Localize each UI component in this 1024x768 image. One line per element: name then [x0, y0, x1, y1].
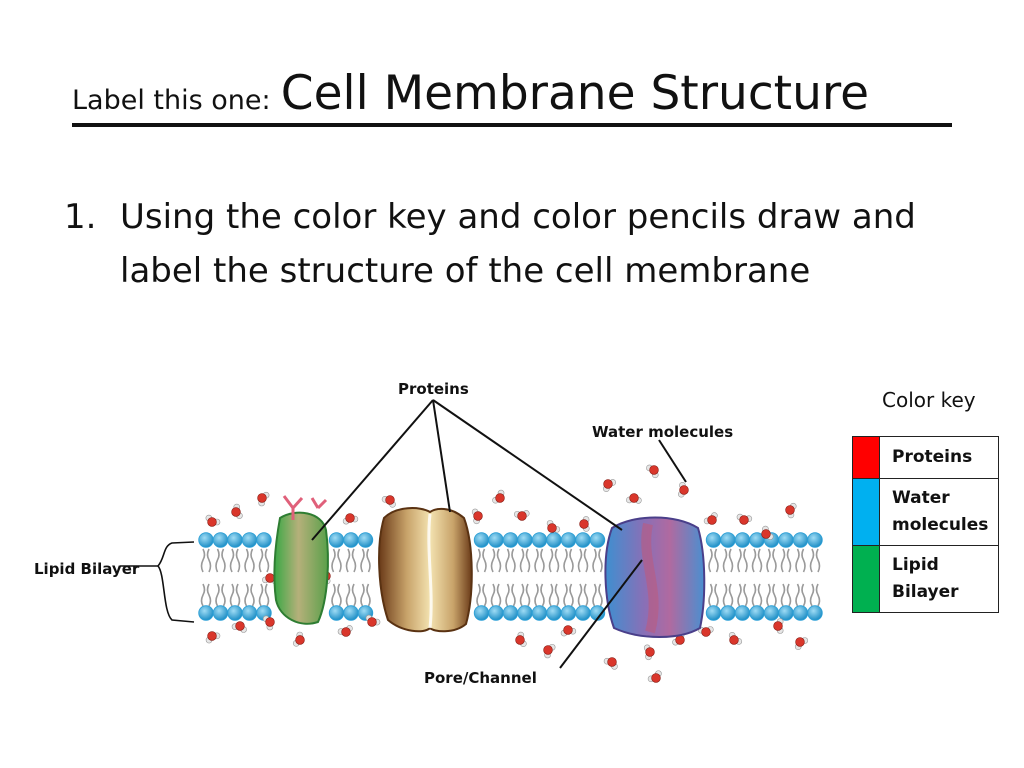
water-molecule [761, 525, 774, 540]
phospholipid [546, 532, 562, 621]
color-key-row: Lipid Bilayer [852, 545, 1000, 613]
water-molecule [728, 632, 743, 645]
water-molecule [262, 615, 275, 631]
protein-brown [378, 507, 473, 633]
water-molecule [602, 479, 617, 492]
water-molecule [292, 631, 305, 647]
color-key-row: Proteins [852, 436, 1000, 479]
phospholipid [198, 532, 214, 621]
phospholipid [792, 532, 809, 621]
water-molecule [794, 637, 809, 650]
water-molecule [698, 626, 714, 637]
protein-green [273, 495, 329, 625]
phospholipid [763, 532, 780, 621]
water-molecule [492, 489, 505, 504]
title-underline [72, 123, 952, 127]
water-molecule [205, 631, 221, 644]
label-water-molecules: Water molecules [592, 423, 733, 441]
phospholipid [241, 532, 258, 621]
water-molecule [647, 670, 662, 683]
water-molecule [785, 502, 797, 519]
label-lipid-bilayer: Lipid Bilayer [34, 560, 140, 578]
phospholipid [212, 532, 229, 621]
label-pointer-lines [120, 399, 687, 669]
phospholipid [473, 532, 490, 621]
instruction-text: Using the color key and color pencils dr… [120, 197, 916, 291]
water-molecule [579, 516, 590, 532]
phospholipid [705, 532, 722, 621]
phospholipid [807, 532, 823, 621]
color-key-table: Proteins Water molecules Lipid Bilayer [852, 436, 1000, 613]
water-molecule [205, 514, 221, 527]
color-swatch-lipid-bilayer [852, 545, 880, 613]
phospholipid [517, 532, 533, 621]
phospholipid [560, 532, 577, 621]
protein-purple-channel [604, 516, 706, 638]
phospholipid [343, 532, 359, 621]
water-molecule [678, 481, 689, 498]
water-molecule [603, 657, 618, 670]
water-molecule [626, 493, 642, 504]
instruction-number: 1. [64, 197, 97, 237]
color-key-label: Lipid Bilayer [878, 545, 1000, 613]
water-molecule [515, 631, 527, 648]
water-molecule [342, 513, 359, 525]
color-swatch-water-molecules [852, 478, 880, 546]
slide-title: Label this one: Cell Membrane Structure [72, 66, 869, 121]
water-molecule [257, 491, 270, 507]
water-molecule [231, 503, 243, 519]
water-molecule [560, 625, 577, 637]
color-key-label: Proteins [878, 436, 1000, 479]
water-molecule [736, 513, 753, 525]
phospholipid [575, 532, 591, 621]
water-molecule [543, 643, 556, 659]
title-main: Cell Membrane Structure [280, 66, 870, 121]
lipid-bilayer [198, 532, 823, 621]
title-prefix: Label this one: [72, 85, 271, 116]
phospholipid [720, 532, 736, 621]
phospholipid [488, 532, 504, 621]
water-molecule [546, 520, 561, 533]
water-molecules [205, 464, 809, 683]
phospholipid [749, 532, 765, 621]
instruction-item: 1. Using the color key and color pencils… [64, 190, 984, 298]
phospholipid [778, 532, 794, 621]
water-molecule [337, 625, 353, 637]
label-pore-channel: Pore/Channel [424, 669, 537, 687]
water-molecule [231, 621, 247, 633]
phospholipid [531, 532, 548, 621]
label-proteins: Proteins [398, 380, 469, 398]
color-key-label: Water molecules [878, 478, 1000, 546]
phospholipid [734, 532, 751, 621]
phospholipid [589, 532, 606, 621]
water-molecule [773, 618, 784, 634]
phospholipid [227, 532, 243, 621]
color-swatch-proteins [852, 436, 880, 479]
water-molecule [381, 495, 396, 508]
color-key-title: Color key [882, 388, 976, 412]
phospholipid [357, 532, 374, 621]
water-molecule [514, 510, 530, 521]
color-key-row: Water molecules [852, 478, 1000, 546]
water-molecule [643, 644, 655, 661]
water-molecule [471, 508, 483, 525]
phospholipid [502, 532, 519, 621]
water-molecule [646, 464, 659, 479]
phospholipid [328, 532, 345, 621]
water-molecule [365, 614, 381, 627]
water-molecule [703, 512, 718, 525]
